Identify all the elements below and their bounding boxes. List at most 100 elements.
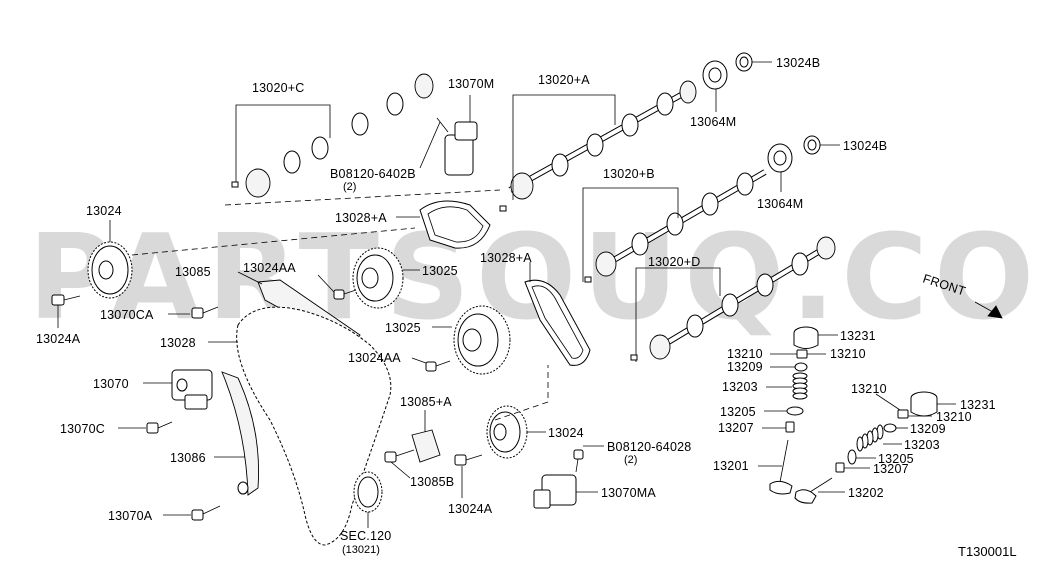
- label-aa-top: 13024AA: [243, 261, 296, 275]
- sprocket-13025-top[interactable]: [352, 247, 404, 309]
- spring-13203-1[interactable]: [792, 372, 808, 400]
- timing-chain-13028[interactable]: [236, 306, 392, 546]
- label-camshaft-d: 13020+D: [648, 255, 701, 269]
- label-bolt-c: 13070C: [60, 422, 105, 436]
- label-sprocket-25-mid: 13025: [385, 321, 421, 335]
- camshaft-b[interactable]: [595, 169, 767, 277]
- bolt-13024a-bottom[interactable]: [454, 454, 483, 466]
- label-bolt-mid: B08120-64028: [607, 440, 691, 454]
- camshaft-a[interactable]: [508, 80, 697, 200]
- leader-bolt-top: [419, 121, 441, 169]
- seat-13205-2[interactable]: [847, 449, 857, 465]
- leader-camshaft-a: [512, 94, 616, 200]
- label-spring-2: 13203: [904, 438, 940, 452]
- label-lifter-1: 13231: [840, 329, 876, 343]
- dowel-2: [499, 205, 507, 212]
- label-chain-28: 13028: [160, 336, 196, 350]
- label-seat-1: 13205: [720, 405, 756, 419]
- shim-13210-1[interactable]: [796, 349, 808, 359]
- label-sprocket-bottom: 13024: [548, 426, 584, 440]
- seat-13205-1[interactable]: [786, 406, 804, 416]
- dowel-3: [584, 276, 592, 283]
- label-shim-1a: 13210: [727, 347, 763, 361]
- label-guide-86: 13086: [170, 451, 206, 465]
- label-seal-mid: 13064M: [757, 197, 803, 211]
- label-seal-2: 13207: [873, 462, 909, 476]
- valve-13201[interactable]: [769, 439, 793, 495]
- guide-13028a-top[interactable]: [419, 200, 491, 249]
- tensioner-13070[interactable]: [171, 369, 213, 410]
- spring-13203-2[interactable]: [856, 424, 884, 452]
- shim-13210-2[interactable]: [897, 409, 909, 419]
- bolt-13070a[interactable]: [191, 505, 221, 521]
- watermark-text: PARTSOUQ.COM: [28, 208, 1045, 346]
- label-camshaft-b: 13020+B: [603, 167, 655, 181]
- seal-13064m-mid[interactable]: [767, 143, 793, 173]
- collet-13209-2[interactable]: [883, 423, 897, 433]
- leader-guide-85b: [390, 461, 411, 479]
- label-bolt-top-qty: (2): [343, 181, 356, 193]
- dash-bottom: [494, 365, 549, 421]
- sprocket-13024-left[interactable]: [87, 241, 133, 299]
- label-guide-a-mid: 13028+A: [480, 251, 532, 265]
- label-13070m: 13070M: [448, 77, 494, 91]
- lifter-13231-1[interactable]: [793, 326, 819, 349]
- label-bolt-a-bottom: 13024A: [448, 502, 493, 516]
- plug-13024b-top[interactable]: [735, 52, 753, 72]
- label-valve-ex: 13202: [848, 486, 884, 500]
- bolt-13070ca[interactable]: [191, 306, 219, 319]
- sprocket-13024-bottom[interactable]: [486, 405, 528, 459]
- label-plug-mid: 13024B: [843, 139, 887, 153]
- label-seal-1: 13207: [718, 421, 754, 435]
- label-sec: SEC.120: [340, 529, 391, 543]
- lifter-13231-2[interactable]: [910, 391, 938, 417]
- label-bolt-ca: 13070CA: [100, 308, 154, 322]
- sprocket-sec120[interactable]: [353, 471, 383, 513]
- bolt-13070c[interactable]: [146, 421, 173, 434]
- label-bolt-mid-qty: (2): [624, 454, 637, 466]
- tensioner-13070m[interactable]: [436, 117, 478, 176]
- dash-c: [224, 189, 501, 206]
- tensioner-13070ma[interactable]: [533, 474, 577, 509]
- label-seat-2: 13205: [878, 452, 914, 466]
- leader-camshaft-c: [235, 104, 331, 185]
- camshaft-c[interactable]: [239, 73, 434, 198]
- label-collet-1: 13209: [727, 360, 763, 374]
- bolt-mid[interactable]: [573, 449, 584, 473]
- dash-left: [131, 227, 416, 256]
- label-bolt-top: B08120-6402B: [330, 167, 416, 181]
- leader-shim-2a: [875, 393, 901, 411]
- label-spring-1: 13203: [722, 380, 758, 394]
- label-guide-a-top: 13028+A: [335, 211, 387, 225]
- valve-13202[interactable]: [794, 477, 833, 504]
- sprocket-13025-mid[interactable]: [453, 305, 511, 375]
- label-camshaft-a: 13020+A: [538, 73, 590, 87]
- label-valve-in: 13201: [713, 459, 749, 473]
- bolt-13024aa-top[interactable]: [333, 289, 357, 300]
- guide-13086[interactable]: [221, 371, 259, 496]
- plug-13024b-mid[interactable]: [803, 135, 821, 155]
- label-lifter-2: 13231: [960, 398, 996, 412]
- label-sprocket-left: 13024: [86, 204, 122, 218]
- seal-13207-1[interactable]: [785, 421, 795, 433]
- label-shim-2a: 13210: [851, 382, 887, 396]
- bolt-13024aa-mid[interactable]: [425, 360, 451, 372]
- leader-aa-mid: [411, 357, 427, 364]
- guide-13085a[interactable]: [411, 429, 441, 463]
- camshaft-d[interactable]: [649, 236, 836, 360]
- leader-aa-top: [317, 274, 335, 293]
- leader-camshaft-b: [582, 187, 679, 282]
- label-tensioner-70: 13070: [93, 377, 129, 391]
- bolt-13085b[interactable]: [384, 449, 415, 463]
- seal-13064m-top[interactable]: [702, 60, 728, 90]
- label-collet-2: 13209: [910, 422, 946, 436]
- seal-13207-2[interactable]: [835, 462, 845, 473]
- guide-13028a-mid[interactable]: [524, 279, 591, 366]
- dowel-4: [630, 354, 638, 361]
- label-guide-85: 13085: [175, 265, 211, 279]
- collet-13209-1[interactable]: [794, 362, 808, 372]
- label-sprocket-25-top: 13025: [422, 264, 458, 278]
- label-tensioner-ma: 13070MA: [601, 486, 656, 500]
